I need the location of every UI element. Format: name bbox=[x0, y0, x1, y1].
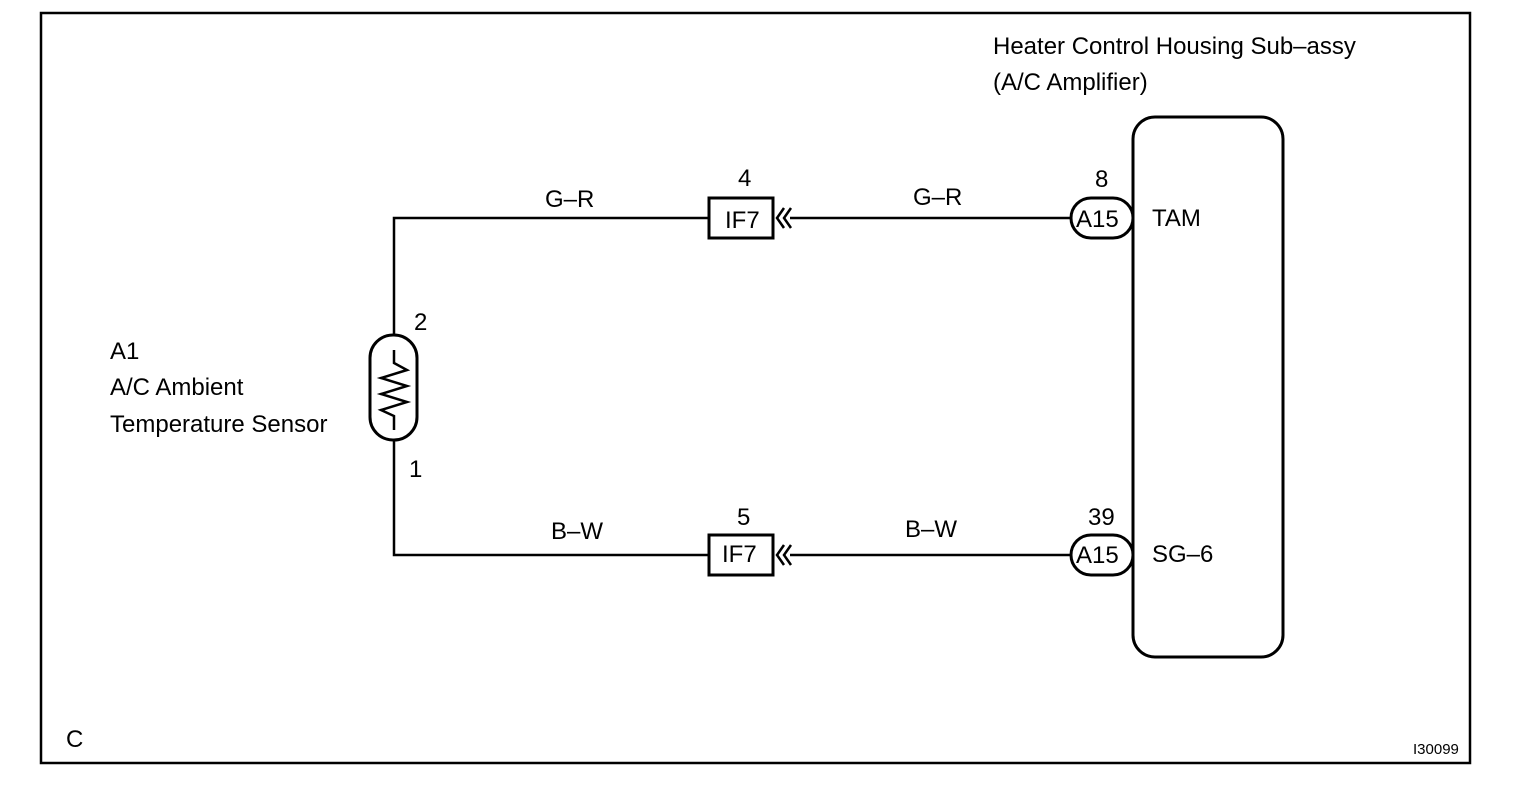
junction-connector-top-label: IF7 bbox=[725, 207, 760, 234]
sensor-body bbox=[368, 333, 419, 442]
amplifier-pin-number-bottom: 39 bbox=[1088, 504, 1115, 531]
connector-chevron-top-icon bbox=[775, 207, 793, 229]
amplifier-terminal-top: TAM bbox=[1152, 205, 1201, 232]
wire-label-bottom-right: B–W bbox=[905, 516, 957, 543]
wire-top-left bbox=[392, 216, 709, 440]
amplifier-subtitle: (A/C Amplifier) bbox=[993, 69, 1148, 96]
wire-label-bottom-left: B–W bbox=[551, 518, 603, 545]
sensor-name-line1: A/C Ambient bbox=[110, 374, 244, 401]
sensor-pin-bottom: 1 bbox=[409, 456, 422, 483]
wire-label-top-right: G–R bbox=[913, 184, 962, 211]
resistor-icon bbox=[376, 350, 412, 430]
sensor-pin-top: 2 bbox=[414, 309, 427, 336]
junction-connector-top bbox=[707, 196, 775, 240]
wire-label-top-left: G–R bbox=[545, 186, 594, 213]
connector-chevron-bottom-icon bbox=[775, 544, 793, 566]
junction-pin-bottom: 5 bbox=[737, 504, 750, 531]
corner-letter: C bbox=[66, 726, 83, 753]
amplifier-connector-bottom bbox=[1069, 533, 1135, 577]
figure-code: I30099 bbox=[1413, 741, 1459, 758]
diagram-frame bbox=[39, 11, 1472, 765]
amplifier-box bbox=[1131, 115, 1285, 659]
wire-bottom-left bbox=[392, 440, 709, 557]
amplifier-connector-bottom-label: A15 bbox=[1076, 542, 1119, 569]
amplifier-terminal-bottom: SG–6 bbox=[1152, 541, 1213, 568]
junction-connector-bottom bbox=[707, 533, 775, 577]
sensor-name-line2: Temperature Sensor bbox=[110, 411, 327, 438]
amplifier-pin-number-top: 8 bbox=[1095, 166, 1108, 193]
amplifier-connector-top bbox=[1069, 196, 1135, 240]
junction-pin-top: 4 bbox=[738, 165, 751, 192]
junction-connector-bottom-label: IF7 bbox=[722, 541, 757, 568]
amplifier-connector-top-label: A15 bbox=[1076, 206, 1119, 233]
sensor-code: A1 bbox=[110, 338, 139, 365]
amplifier-title: Heater Control Housing Sub–assy bbox=[993, 33, 1356, 60]
